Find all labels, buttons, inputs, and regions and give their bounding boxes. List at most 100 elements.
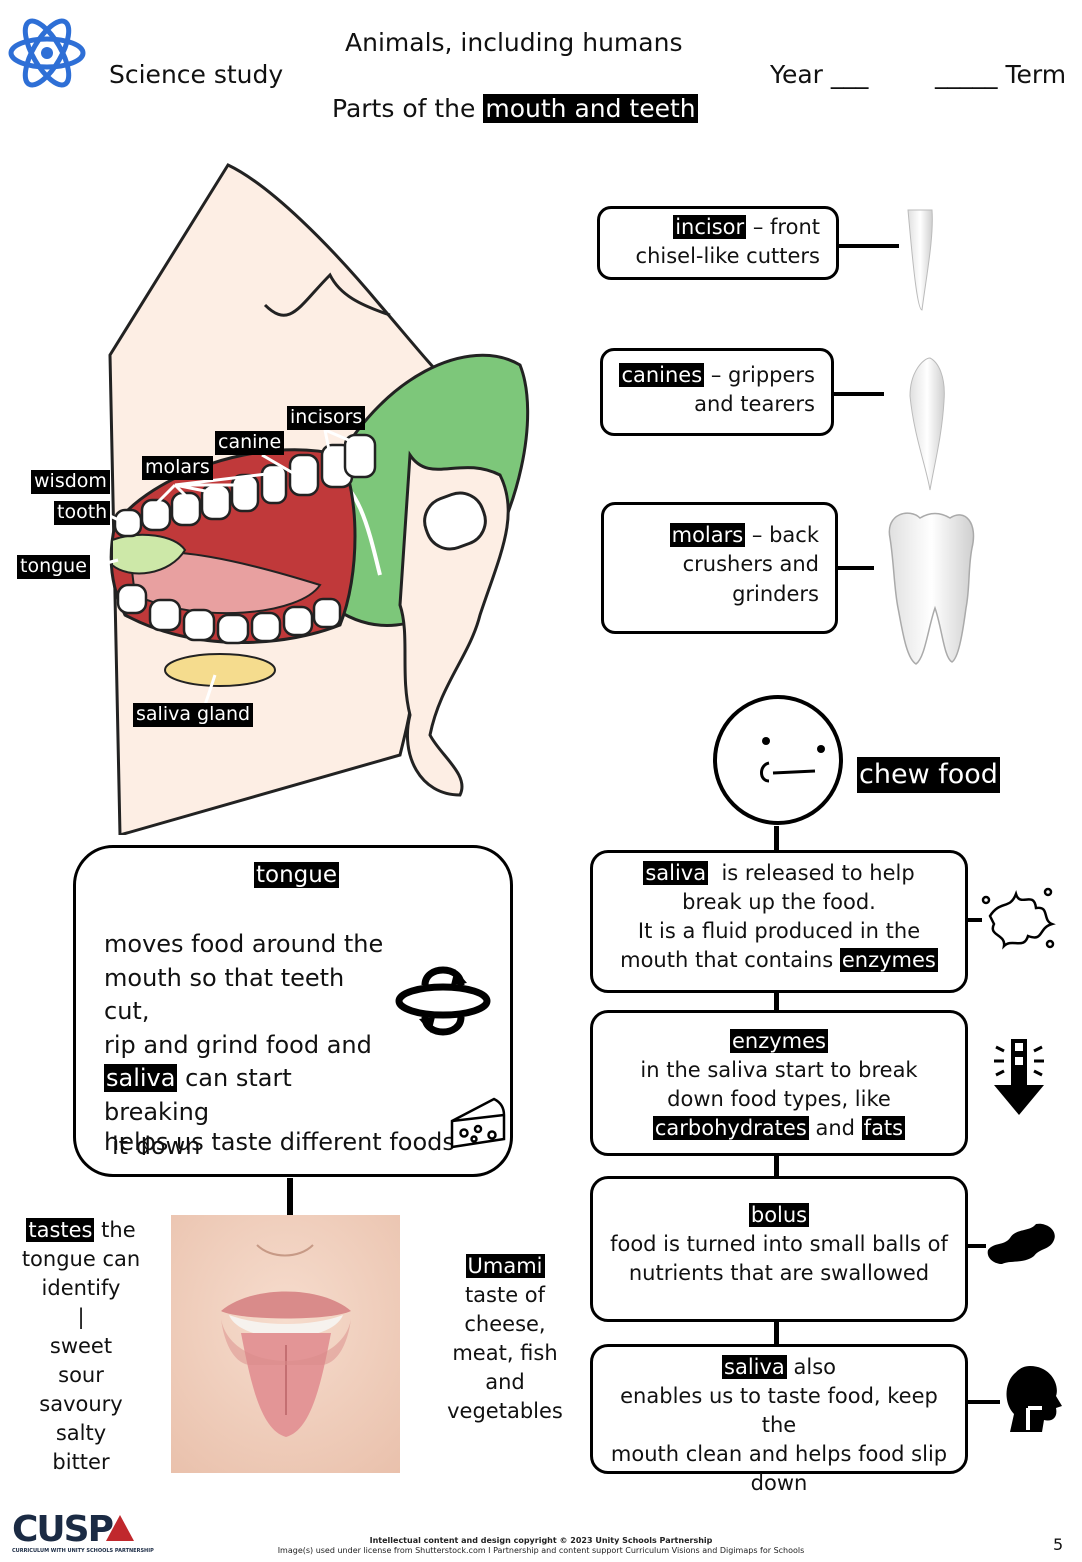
cheese-icon (450, 1097, 506, 1149)
enzymes-and: and (815, 1115, 855, 1140)
page-subtitle: Parts of the mouth and teeth (332, 94, 698, 123)
carbohydrates-highlight: carbohydrates (652, 1115, 809, 1140)
saliva-also-desc-4: down (750, 1470, 808, 1495)
incisor-desc-2: chisel-like cutters (635, 244, 820, 269)
bolus-desc-2: nutrients that are swallowed (628, 1260, 930, 1285)
canine-tooth-icon (909, 357, 945, 491)
term-field: _____ Term (935, 60, 1067, 89)
incisor-term: incisor (673, 215, 747, 239)
tongue-taste-text: helps us taste different foods (104, 1128, 455, 1156)
saliva-desc-2: break up the food. (682, 889, 876, 914)
flow-line-3 (774, 1154, 779, 1178)
saliva-highlight: saliva (104, 1064, 178, 1093)
molar-tooth-icon (888, 512, 975, 665)
saliva-icon-connector (966, 918, 982, 922)
saliva-desc-4: mouth that contains (620, 947, 834, 972)
canines-term: canines (619, 363, 705, 387)
rotate-arrows-icon (395, 966, 491, 1036)
saliva-desc-1: is released to help (721, 861, 915, 885)
bolus-box: bolus food is turned into small balls of… (590, 1176, 968, 1322)
label-wisdom: wisdom (31, 470, 110, 494)
copyright-notice: Intellectual content and design copyrigh… (0, 1536, 1082, 1557)
bolus-desc-1: food is turned into small balls of (610, 1231, 948, 1256)
bolus-icon-connector (966, 1244, 986, 1248)
fats-highlight: fats (861, 1115, 906, 1140)
year-field: Year ___ (770, 60, 869, 89)
bolus-term: bolus (748, 1203, 810, 1227)
head-profile-icon (1006, 1366, 1062, 1432)
molars-connector (838, 566, 874, 570)
saliva-also-box: saliva also enables us to taste food, ke… (590, 1344, 968, 1495)
molars-box: molars – back crushers and grinders (601, 502, 838, 634)
tongue-box-title: tongue (254, 862, 339, 888)
label-tooth: tooth (54, 501, 111, 525)
flow-line-4 (774, 1320, 779, 1346)
page-number: 5 (1053, 1535, 1064, 1554)
tongue-description: moves food around the mouth so that teet… (104, 928, 394, 1163)
saliva-also-desc-3: mouth clean and helps food slip (610, 1441, 948, 1466)
tongue-desc-4: can start breaking (104, 1064, 292, 1126)
incisor-tooth-icon (907, 209, 933, 311)
taste-sweet: sweet (49, 1333, 113, 1358)
cusp-logo-text: CUSP (12, 1509, 114, 1550)
label-canine: canine (215, 431, 285, 455)
tongue-info-box (73, 845, 513, 1177)
label-saliva-gland: saliva gland (133, 703, 254, 727)
enzymes-desc-1: in the saliva start to break (640, 1057, 918, 1082)
saliva-term: saliva (643, 861, 709, 885)
umami-info: Umami taste of cheese, meat, fish and ve… (446, 1252, 564, 1426)
umami-line-6: vegetables (447, 1398, 563, 1423)
saliva-also-desc-1: also (793, 1355, 836, 1379)
tastes-line-3: identify (41, 1275, 121, 1300)
flow-line-1 (774, 826, 779, 854)
tastes-bar: | (77, 1304, 85, 1329)
cusp-triangle-icon (105, 1515, 134, 1541)
umami-highlight: Umami (465, 1254, 545, 1278)
label-incisors: incisors (287, 406, 366, 430)
tongue-desc-5: it down (112, 1131, 201, 1160)
bolus-icon (987, 1223, 1055, 1264)
taste-salty: salty (55, 1420, 107, 1445)
molars-term: molars (669, 523, 746, 547)
canines-connector (834, 392, 884, 396)
tongue-photo (171, 1215, 400, 1473)
saliva-box: saliva is released to help break up the … (590, 850, 968, 993)
taste-savoury: savoury (39, 1391, 123, 1416)
canines-desc-1: – grippers (710, 363, 815, 387)
subtitle-prefix: Parts of the (332, 94, 476, 123)
mouth-illustration (87, 163, 530, 835)
science-study-label: Science study (109, 60, 284, 89)
breakdown-arrow-icon (994, 1039, 1044, 1115)
molars-desc-1: – back (751, 523, 819, 547)
flow-line-2 (774, 992, 779, 1012)
umami-line-5: and (485, 1369, 525, 1394)
tongue-connector (287, 1178, 293, 1216)
chewing-face-icon (713, 695, 843, 825)
atom-icon (8, 18, 86, 88)
saliva-also-desc-2: enables us to taste food, keep the (620, 1383, 938, 1437)
tastes-highlight: tastes (26, 1218, 95, 1242)
subtitle-highlight: mouth and teeth (483, 94, 698, 123)
saliva-also-icon-connector (966, 1400, 1000, 1404)
incisor-connector (839, 244, 899, 248)
taste-sour: sour (58, 1362, 104, 1387)
incisor-box: incisor – front chisel-like cutters (597, 206, 839, 280)
enzymes-box: enzymes in the saliva start to break dow… (590, 1010, 968, 1156)
copyright-line-2: Image(s) used under license from Shutter… (277, 1546, 805, 1556)
tastes-list: tastes the tongue can identify | sweet s… (20, 1216, 142, 1477)
label-molars: molars (142, 456, 213, 480)
tastes-the: the (101, 1218, 136, 1242)
tongue-desc-3: rip and grind food and (104, 1030, 372, 1059)
chew-food-label: chew food (857, 757, 1000, 794)
molars-desc-2: crushers and (682, 552, 819, 577)
tongue-desc-1: moves food around the (104, 930, 384, 958)
saliva-desc-3: It is a fluid produced in the (637, 918, 921, 943)
enzymes-term: enzymes (730, 1029, 828, 1053)
canines-box: canines – grippers and tearers (600, 348, 834, 436)
enzymes-desc-2: down food types, like (667, 1086, 891, 1111)
cusp-logo-subtitle: CURRICULUM WITH UNITY SCHOOLS PARTNERSHI… (12, 1548, 154, 1554)
saliva-also-term: saliva (722, 1355, 787, 1379)
taste-bitter: bitter (52, 1449, 110, 1474)
cusp-logo: CUSP CURRICULUM WITH UNITY SCHOOLS PARTN… (12, 1509, 154, 1555)
enzymes-highlight: enzymes (839, 947, 938, 972)
